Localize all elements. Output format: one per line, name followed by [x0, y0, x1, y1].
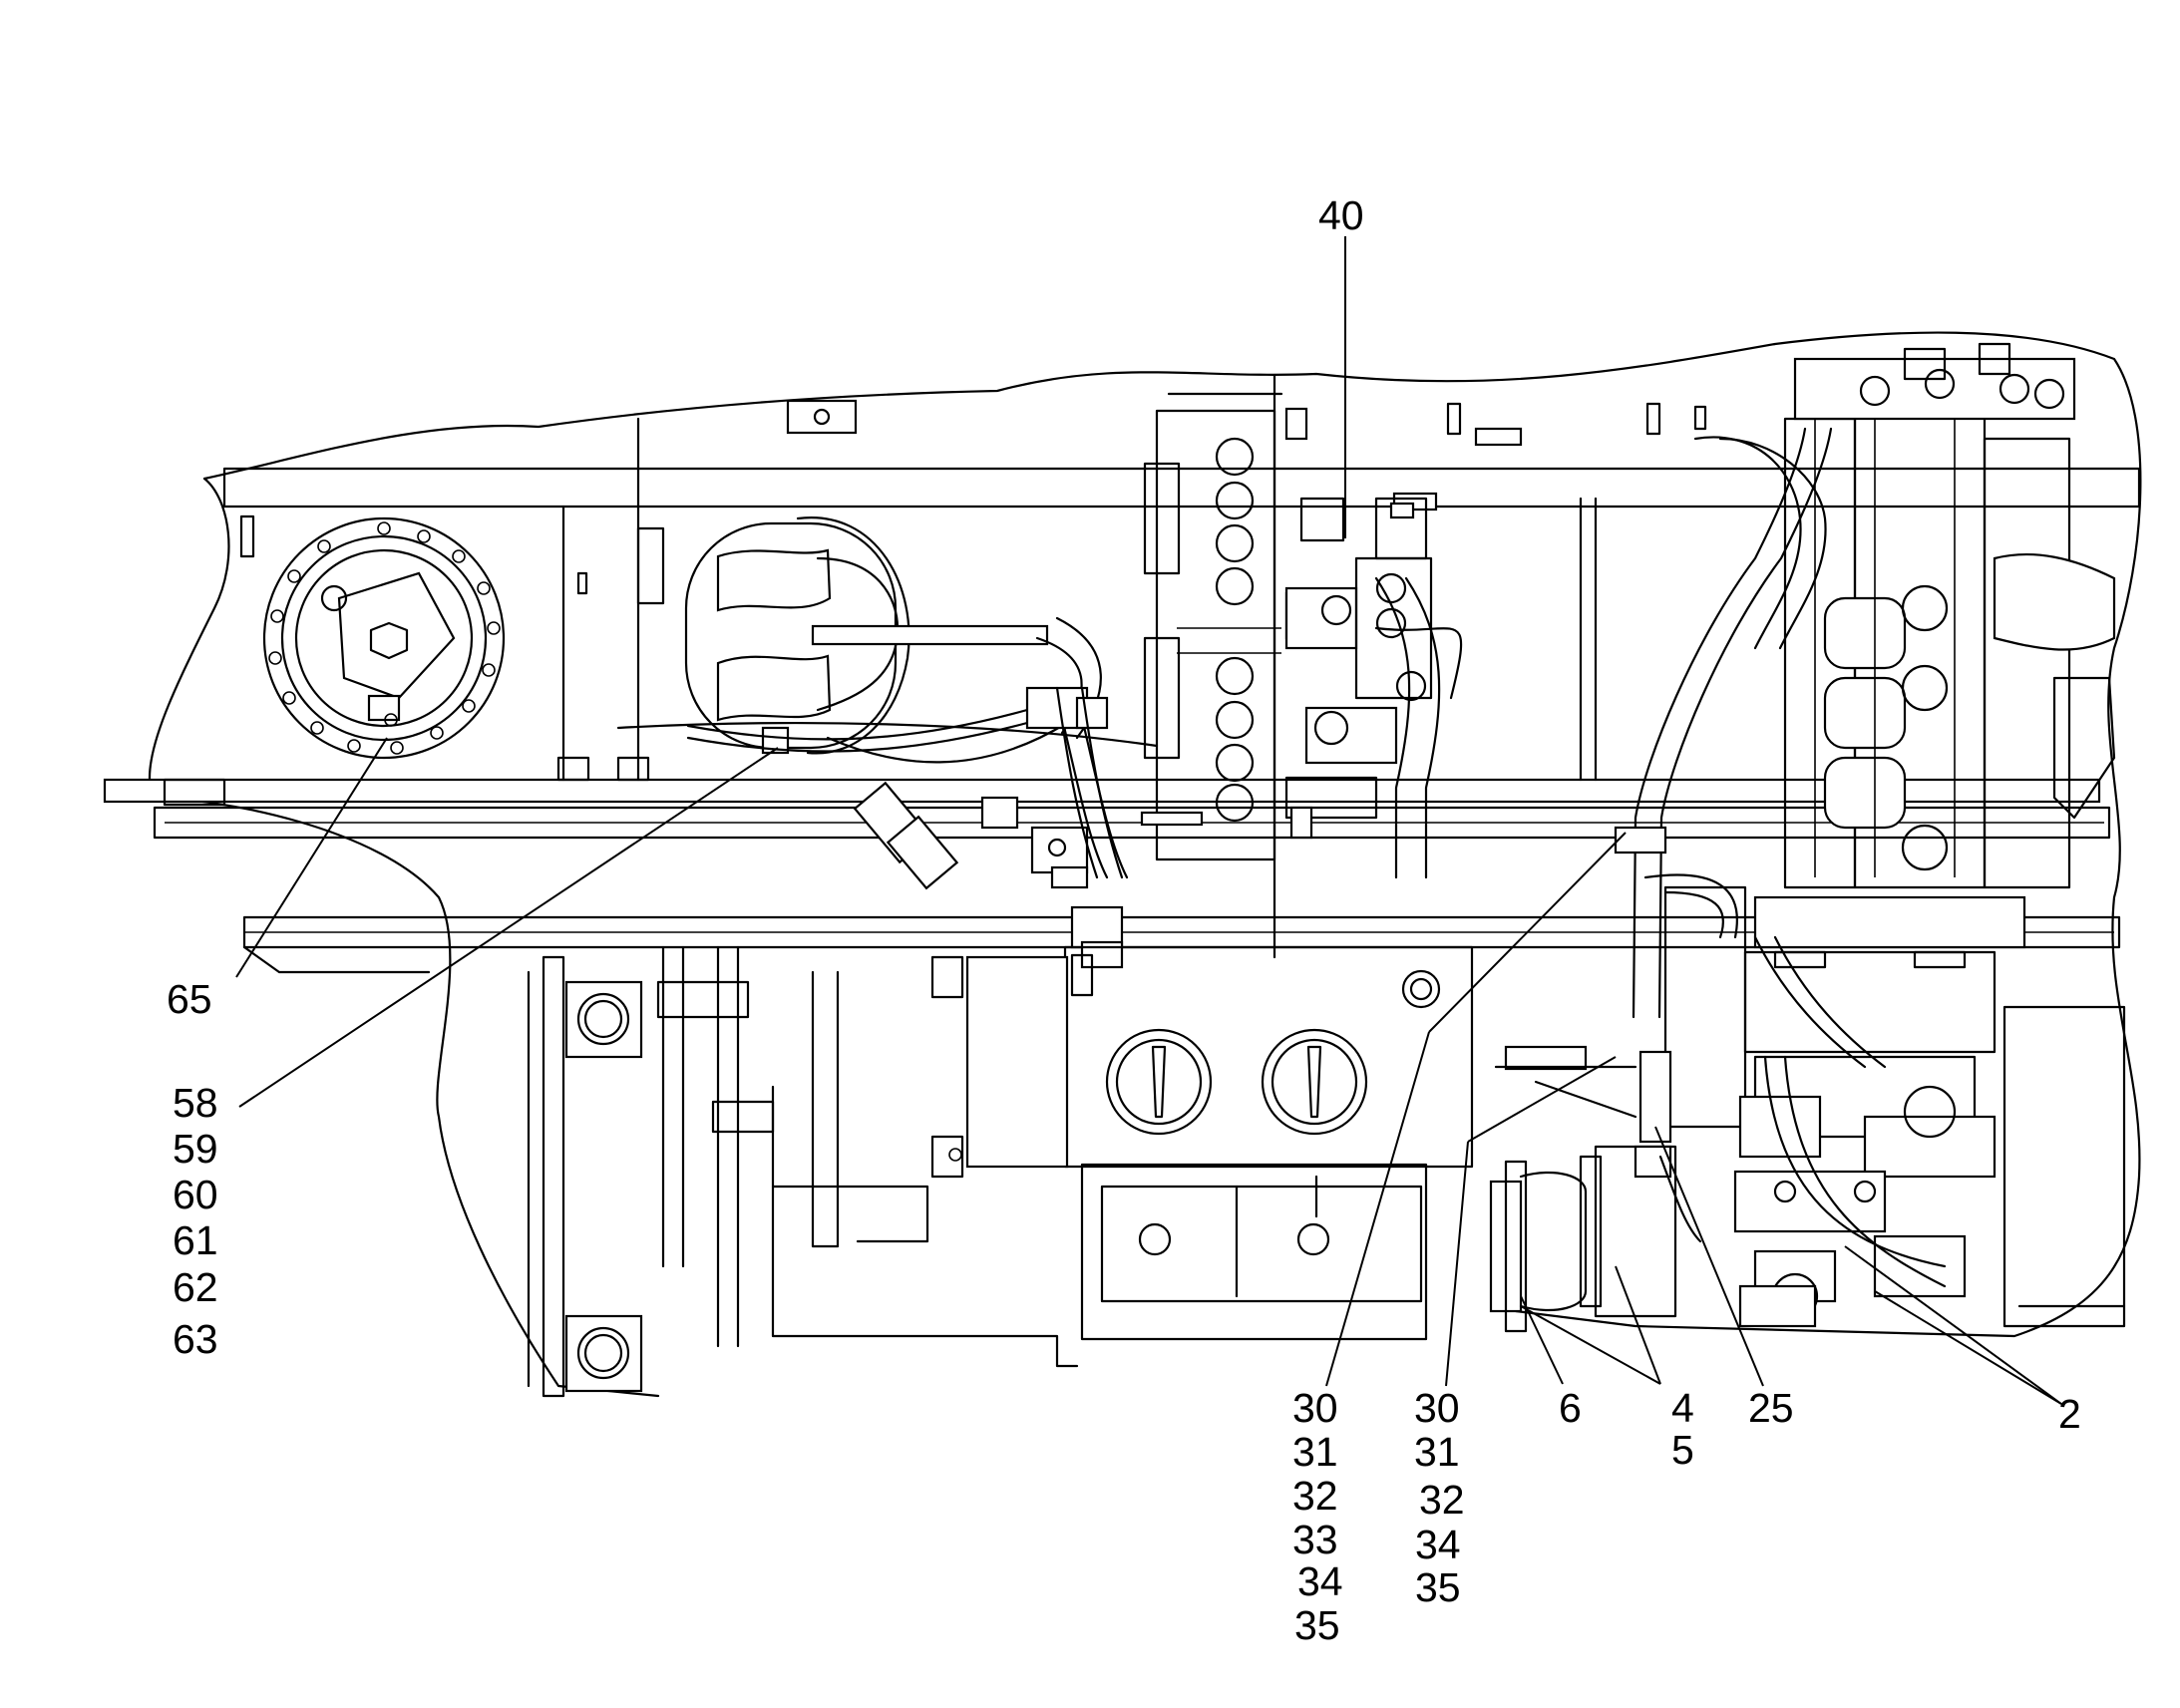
- leader-group2: [1445, 1141, 1469, 1387]
- leader-group1: [1325, 1031, 1430, 1387]
- leader-25: [1654, 1126, 1764, 1387]
- control-valve-stack: [1143, 373, 1318, 959]
- callout-group1-34: 34: [1297, 1558, 1343, 1604]
- cutaway-outline: [202, 331, 2142, 1338]
- leader-2a: [1844, 1245, 2062, 1405]
- leader-58: [238, 747, 779, 1108]
- flange-bolts: [268, 521, 501, 755]
- leader-2b: [1874, 1290, 2062, 1405]
- engine-return-hose: [1614, 427, 1833, 1019]
- main-pump-assembly: [1643, 873, 2126, 1328]
- pilot-valve-block: [1284, 497, 1433, 840]
- upper-rail: [222, 467, 2141, 509]
- callout-group2-32: 32: [1419, 1477, 1465, 1523]
- callout-group2-34: 34: [1415, 1522, 1461, 1567]
- callout-61: 61: [173, 1217, 218, 1263]
- callout-group2-30: 30: [1414, 1385, 1460, 1431]
- callout-group2-31: 31: [1414, 1429, 1460, 1475]
- callout-63: 63: [173, 1316, 218, 1362]
- lower-rail: [153, 806, 2111, 840]
- leader-group1b: [1428, 832, 1627, 1033]
- callout-group1-30: 30: [1292, 1385, 1338, 1431]
- top-brackets: [786, 399, 1707, 512]
- callout-5: 5: [1671, 1427, 1694, 1473]
- callout-group1-32: 32: [1292, 1473, 1338, 1519]
- valve-spools: [1215, 437, 1255, 823]
- callout-group2-35: 35: [1415, 1564, 1461, 1610]
- callout-group1-35: 35: [1294, 1602, 1340, 1648]
- pump-coupling: [1489, 1045, 1702, 1333]
- callout-group1-33: 33: [1292, 1517, 1338, 1562]
- frame-mounts: [527, 955, 643, 1398]
- leader-65: [235, 737, 388, 978]
- left-panel-details: [163, 514, 665, 807]
- leader-4b: [1615, 1265, 1661, 1385]
- frame-rails: [103, 417, 2141, 1348]
- callout-59: 59: [173, 1126, 218, 1172]
- callout-2: 2: [2058, 1391, 2081, 1437]
- callout-60: 60: [173, 1172, 218, 1217]
- callout-25: 25: [1748, 1385, 1794, 1431]
- cylinder-heads: [1823, 584, 1949, 871]
- callout-40: 40: [1318, 192, 1364, 238]
- callout-65: 65: [167, 976, 212, 1022]
- left-frame-outline: [148, 477, 660, 1398]
- leader-4a: [1520, 1305, 1661, 1385]
- callout-62: 62: [173, 1264, 218, 1310]
- hydraulic-tank: [656, 945, 1474, 1368]
- lower-valve-cluster: [853, 686, 1204, 969]
- leader-group2b: [1467, 1056, 1617, 1143]
- engine-block: [1753, 342, 2116, 969]
- center-manifold: [684, 516, 1049, 755]
- swing-motor-assembly: [262, 516, 506, 760]
- callout-group1-31: 31: [1292, 1429, 1338, 1475]
- callout-4: 4: [1671, 1385, 1694, 1431]
- callout-58: 58: [173, 1080, 218, 1126]
- engine-top-components: [1859, 342, 2065, 410]
- callout-6: 6: [1559, 1385, 1582, 1431]
- callout-labels: 40 65 58 59 60 61 62 63 30 31 32 33 34 3…: [167, 192, 2081, 1648]
- leader-lines: [235, 236, 2062, 1405]
